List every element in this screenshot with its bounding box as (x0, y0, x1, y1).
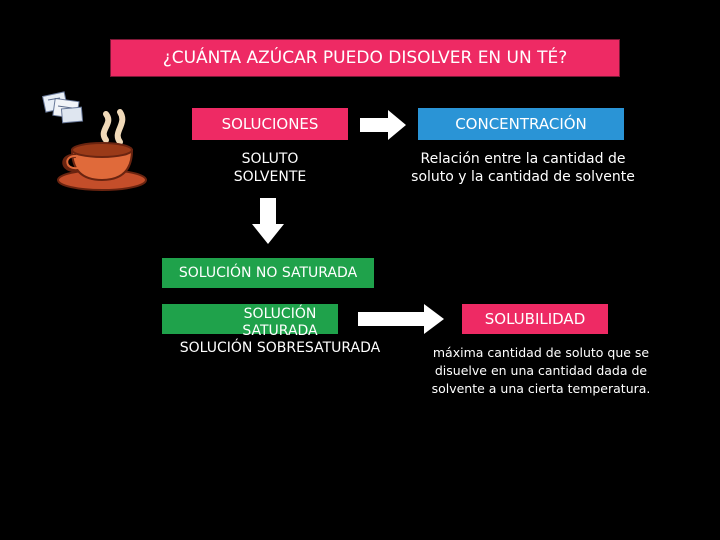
solucion-no-saturada-box: SOLUCIÓN NO SATURADA (162, 258, 374, 288)
soluciones-box: SOLUCIONES (192, 108, 348, 140)
concentracion-line-1: Relación entre la cantidad de (420, 151, 626, 167)
concentracion-box: CONCENTRACIÓN (418, 108, 624, 140)
saturada-line-1: SOLUCIÓN (243, 306, 317, 322)
steam-icon (100, 109, 126, 145)
solubilidad-line-3: solvente a una cierta temperatura. (431, 381, 651, 396)
soluto-solvente-text: SOLUTO SOLVENTE (190, 150, 350, 186)
saturada-line-2: SATURADA (242, 323, 318, 339)
cup-icon (70, 149, 134, 182)
solvente-label: SOLVENTE (233, 169, 307, 185)
concentracion-line-2: soluto y la cantidad de solvente (411, 169, 635, 185)
solubilidad-line-2: disuelve en una cantidad dada de (434, 363, 648, 378)
sugar-packet-icon (41, 91, 84, 124)
sobresaturada-label: SOLUCIÓN SOBRESATURADA (179, 340, 381, 356)
soluto-label: SOLUTO (241, 151, 299, 167)
solucion-saturada-box (162, 304, 338, 334)
solubilidad-line-1: máxima cantidad de soluto que se (432, 345, 650, 360)
right-arrow-icon (360, 110, 406, 140)
tea-cup-illustration (41, 91, 147, 191)
solucion-saturada-text: SOLUCIÓN SATURADA SOLUCIÓN SOBRESATURADA (162, 306, 398, 357)
right-arrow-icon (358, 304, 444, 334)
down-arrow-icon (252, 198, 284, 244)
solubilidad-box: SOLUBILIDAD (462, 304, 608, 334)
page-title: ¿CUÁNTA AZÚCAR PUEDO DISOLVER EN UN TÉ? (110, 39, 620, 77)
solubilidad-definition: máxima cantidad de soluto que se disuelv… (414, 344, 668, 398)
concentracion-definition: Relación entre la cantidad de soluto y l… (396, 150, 650, 186)
